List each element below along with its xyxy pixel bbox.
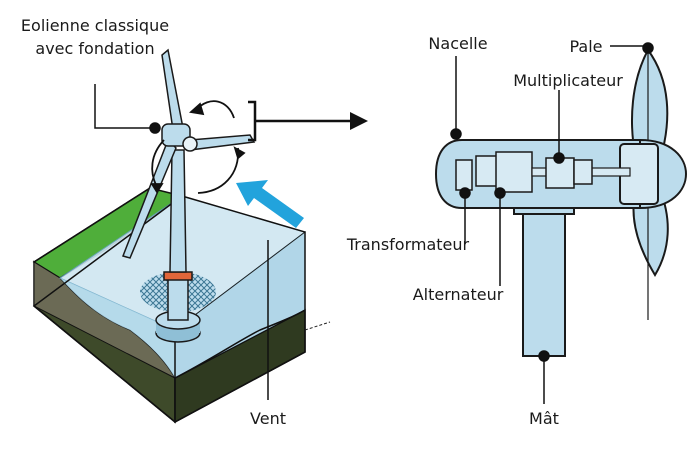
cable [304, 321, 331, 331]
rotation-arrows [150, 100, 246, 194]
label-turbine-line2: avec fondation [35, 39, 154, 58]
offshore-turbine [122, 48, 256, 343]
label-nacelle: Nacelle [428, 34, 487, 53]
label-turbine-line1: Eolienne classique [21, 16, 169, 35]
nacelle-section [434, 48, 688, 357]
label-multiplicateur: Multiplicateur [513, 71, 623, 90]
generator [495, 151, 533, 193]
right-leaders [450, 42, 654, 404]
sea-front [60, 278, 175, 378]
mini-hub [182, 136, 198, 152]
blade-large-lower [632, 189, 669, 277]
blade-up [161, 48, 184, 131]
transformer [455, 159, 473, 191]
monopile [167, 277, 189, 321]
mast [522, 209, 566, 357]
gearbox-cover [573, 159, 593, 185]
wind-arrow [236, 180, 304, 228]
transition-flange [163, 271, 193, 281]
label-alternateur: Alternateur [413, 285, 504, 304]
label-vent: Vent [250, 409, 286, 428]
mini-nacelle [161, 123, 191, 147]
label-mat: Mât [529, 409, 559, 428]
label-pale: Pale [569, 37, 602, 56]
generator-housing [475, 155, 499, 187]
seabed-curve [174, 309, 306, 379]
blade-right [189, 134, 256, 151]
block-outline [32, 187, 306, 423]
zoom-arrow [248, 100, 368, 142]
label-transformateur: Transformateur [346, 235, 470, 254]
left-leaders [94, 84, 269, 400]
tower [169, 149, 187, 273]
